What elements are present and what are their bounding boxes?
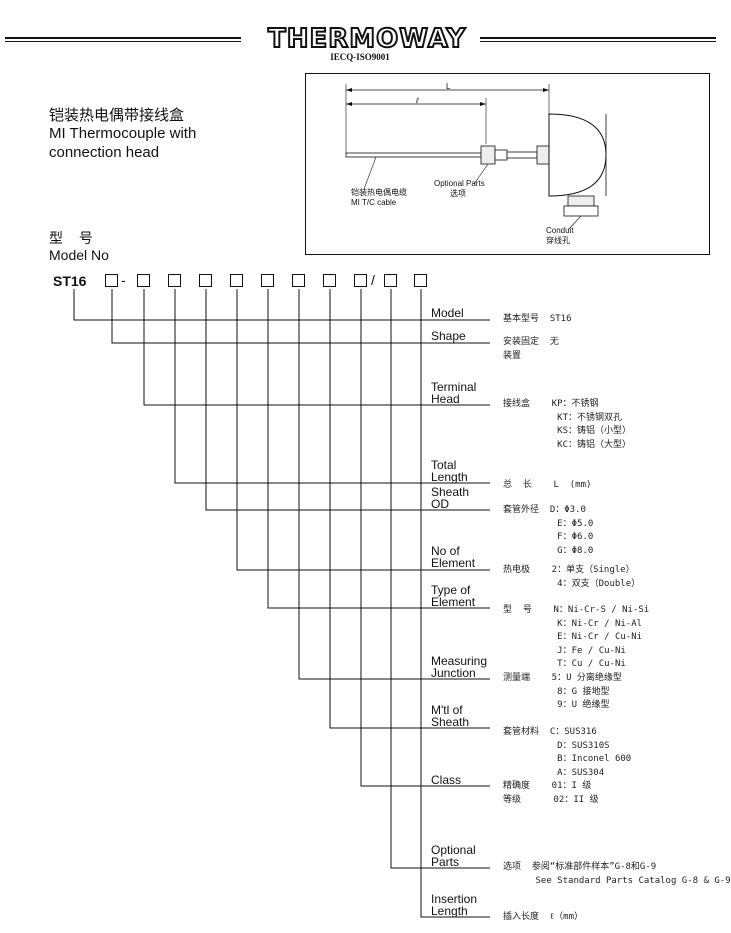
desc-sheath-material: 套管材料 C：SUS316 D：SUS310S B：Inconel 600 A：… <box>503 727 632 778</box>
header-rule-left-thin <box>5 41 241 42</box>
model-label-en: Model No <box>49 247 109 263</box>
code-box-measuring-junction <box>292 274 305 287</box>
code-box-insertion-length <box>414 274 427 287</box>
code-box-type-of-element <box>261 274 274 287</box>
optional-parts-label-cn: 选项 <box>450 189 466 198</box>
field-shape: Shape <box>431 329 466 343</box>
dimension-l-label: ℓ <box>416 96 419 105</box>
header-rule-left <box>5 37 241 39</box>
code-box-class <box>354 274 367 287</box>
field-total-length: Total Length <box>431 458 468 484</box>
title-en-line1: MI Thermocouple with <box>49 125 197 142</box>
title-en-line2: connection head <box>49 144 160 161</box>
dimension-L-label: L <box>446 82 451 91</box>
cable-label-cn: 铠装热电偶电缆 <box>351 188 407 197</box>
field-model: Model <box>431 306 464 320</box>
code-slash: / <box>371 272 375 288</box>
certification-text: IECQ-ISO9001 <box>330 52 390 62</box>
field-no-of-element: No of Element <box>431 544 476 570</box>
field-class: Class <box>431 773 462 787</box>
model-prefix: ST16 <box>53 273 87 289</box>
title-cn: 铠装热电偶带接线盒 <box>49 107 185 124</box>
thermocouple-drawing-icon <box>345 84 607 231</box>
field-measuring-junction: Measuring Junction <box>431 654 488 680</box>
field-sheath-material: M'tl of Sheath <box>431 703 470 729</box>
code-box-sheath-material <box>323 274 336 287</box>
desc-total-length: 总 长 L (mm) <box>503 480 592 490</box>
field-insertion-length: Insertion Length <box>431 892 478 918</box>
header-rule-right-thin <box>480 41 716 42</box>
code-box-optional-parts <box>384 274 397 287</box>
desc-class: 精确度 01：I 级 等级 02：II 级 <box>503 781 599 805</box>
code-box-total-length <box>168 274 181 287</box>
desc-insertion-length: 插入长度 ℓ（mm） <box>503 912 583 922</box>
code-box-sheath-od <box>199 274 212 287</box>
conduit-label-cn: 穿线孔 <box>546 236 570 245</box>
desc-no-of-element: 热电极 2：单支（Single） 4：双支（Double） <box>503 565 641 589</box>
desc-sheath-od: 套管外径 D：Φ3.0 E：Φ5.0 F：Φ6.0 G：Φ8.0 <box>503 505 594 556</box>
code-box-terminal-head <box>137 274 150 287</box>
header-rule-right <box>480 37 716 39</box>
code-box-shape <box>105 274 118 287</box>
code-box-no-of-element <box>230 274 243 287</box>
field-terminal-head: Terminal Head <box>431 380 477 406</box>
desc-type-of-element: 型 号 N：Ni-Cr-S / Ni-Si K：Ni-Cr / Ni-Al E：… <box>503 605 650 669</box>
optional-parts-label: Optional Parts <box>434 179 485 188</box>
field-optional-parts: Optional Parts <box>431 843 476 869</box>
product-drawing: L ℓ 铠装热电偶电缆 MI T/C cable Optional Parts … <box>305 73 710 255</box>
cable-label-en: MI T/C cable <box>351 198 397 207</box>
desc-shape: 安装固定 无 装置 <box>503 337 559 361</box>
model-label-cn: 型 号 <box>49 230 99 246</box>
desc-terminal-head: 接线盒 KP：不锈钢 KT：不锈钢双孔 KS：铸铝（小型） KC：铸铝（大型） <box>503 399 632 450</box>
desc-model: 基本型号 ST16 <box>503 314 572 324</box>
conduit-label: Conduit <box>546 226 574 235</box>
field-type-of-element: Type of Element <box>431 583 476 609</box>
desc-measuring-junction: 测量端 5：U 分离绝缘型 8：G 接地型 9：U 绝缘型 <box>503 673 622 710</box>
desc-optional-parts: 选项 参阅“标准部件样本”G-8和G-9 See Standard Parts … <box>503 862 731 886</box>
code-dash: - <box>121 272 126 288</box>
field-sheath-od: Sheath OD <box>431 485 470 511</box>
brand-logo: THERMOWAY <box>267 24 467 54</box>
